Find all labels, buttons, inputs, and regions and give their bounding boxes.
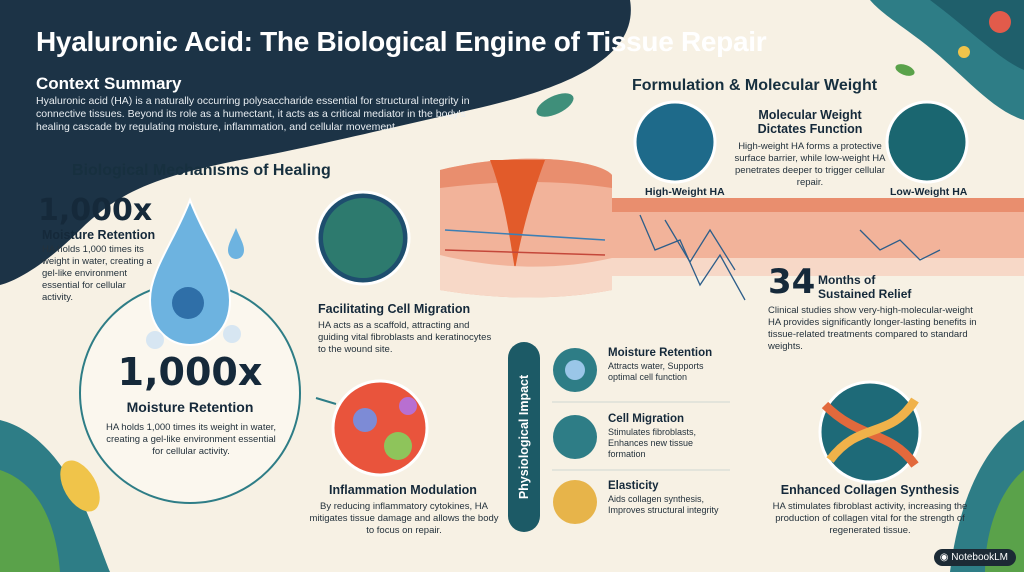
formulation-heading: Formulation & Molecular Weight <box>632 77 878 94</box>
context-body: Hyaluronic acid (HA) is a naturally occu… <box>36 95 470 133</box>
collagen-body: HA stimulates fibroblast activity, incre… <box>772 501 968 536</box>
cell-migration-body: HA acts as a scaffold, attracting and gu… <box>318 320 492 355</box>
moisture-body-large: HA holds 1,000 times its weight in water… <box>105 422 277 457</box>
impact-item: Elasticity Aids collagen synthesis, Impr… <box>552 480 732 516</box>
relief-body: Clinical studies show very-high-molecula… <box>768 305 977 352</box>
cell-migration-heading: Facilitating Cell Migration <box>318 302 471 316</box>
impact-item-body: Attracts water, Supports optimal cell fu… <box>608 361 704 382</box>
impact-pill: Physiological Impact <box>508 342 540 532</box>
mw-heading: Molecular Weight Dictates Function <box>757 108 863 136</box>
inflammation-heading: Inflammation Modulation <box>329 483 477 497</box>
mechanisms-heading: Biological Mechanisms of Healing <box>72 162 331 179</box>
mw-body: High-weight HA forms a protective surfac… <box>734 141 886 188</box>
moisture-label-large: Moisture Retention <box>126 399 254 415</box>
relief-label: Months of Sustained Relief <box>818 273 912 301</box>
impact-item-heading: Moisture Retention <box>608 347 713 359</box>
impact-item: Cell Migration Stimulates fibroblasts, E… <box>552 413 732 460</box>
moisture-stat-large: 1,000x <box>117 350 263 394</box>
low-weight-label: Low-Weight HA <box>890 186 968 198</box>
brand-label: NotebookLM <box>951 552 1008 563</box>
brand-icon: ◉ <box>939 552 952 563</box>
impact-item-heading: Cell Migration <box>608 413 685 425</box>
impact-item-heading: Elasticity <box>608 480 659 492</box>
context-heading: Context Summary <box>36 74 182 93</box>
impact-item-body: Stimulates fibroblasts, Enhances new tis… <box>608 427 697 459</box>
collagen-heading: Enhanced Collagen Synthesis <box>780 483 960 497</box>
relief-number: 34 <box>768 262 816 302</box>
page-title: Hyaluronic Acid: The Biological Engine o… <box>36 26 767 57</box>
moisture-label-small: Moisture Retention <box>42 228 156 242</box>
moisture-body-small: HA holds 1,000 times its weight in water… <box>42 244 152 303</box>
moisture-stat-small: 1,000x <box>38 193 153 228</box>
impact-item: Moisture Retention Attracts water, Suppo… <box>552 347 732 383</box>
impact-item-body: Aids collagen synthesis, Improves struct… <box>608 494 719 515</box>
inflammation-body: By reducing inflammatory cytokines, HA m… <box>309 501 499 536</box>
high-weight-label: High-Weight HA <box>645 186 725 198</box>
brand-badge: ◉ NotebookLM <box>933 549 1016 566</box>
impact-label: Physiological Impact <box>517 374 531 500</box>
